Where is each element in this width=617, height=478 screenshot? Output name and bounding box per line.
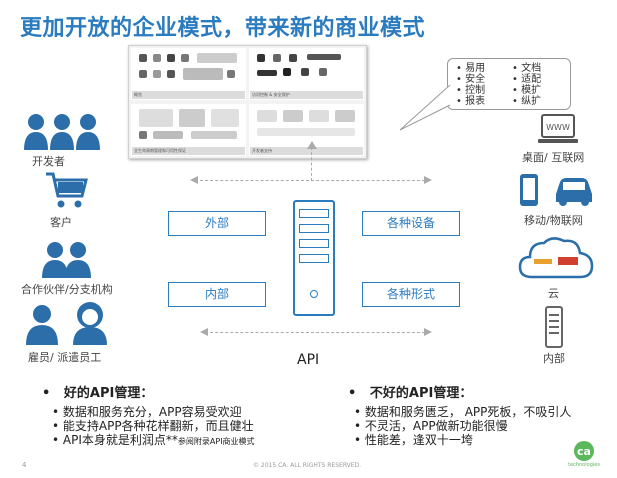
- customers-label: 客户: [50, 216, 72, 229]
- thumbnail-quadrant-overview: 概览: [131, 48, 246, 100]
- www-label: WWW: [546, 123, 570, 132]
- features-callout: 易用 安全 控制 报表 文档 适配 模扩 纵扩: [447, 58, 571, 110]
- cloud-label: 云: [548, 287, 559, 300]
- devices-box: 各种设备: [362, 211, 460, 236]
- features-list-left: 易用 安全 控制 报表: [456, 63, 485, 107]
- feature-item: 适配: [512, 74, 541, 85]
- feature-item: 安全: [456, 74, 485, 85]
- feature-item: 文档: [512, 63, 541, 74]
- good-api-section: • 好的API管理： • 数据和服务充分，APP容易受欢迎 • 能支持APP各种…: [42, 382, 255, 449]
- partners-label: 合作伙伴/分支机构: [21, 283, 113, 296]
- thumbnail-caption-developer-support: 开发者支持: [250, 147, 363, 155]
- good-api-heading: • 好的API管理：: [42, 386, 154, 401]
- thumbnail-caption-overview: 概览: [132, 91, 245, 99]
- good-api-heading-text: 好的API管理：: [63, 386, 154, 401]
- arrow-left-icon: [190, 176, 198, 184]
- shopping-cart-icon: [46, 172, 88, 208]
- external-box: 外部: [168, 211, 266, 236]
- internal-label: 内部: [543, 352, 565, 365]
- server-tower-icon: [545, 306, 563, 348]
- employees-label: 雇员/ 派遣员工: [28, 351, 102, 364]
- bad-api-item-text: 数据和服务匮乏， APP死板，不吸引人: [364, 405, 572, 419]
- web-label: 桌面/ 互联网: [522, 151, 585, 164]
- good-api-item-text: 能支持APP各种花样翻新，而且健壮: [62, 419, 254, 433]
- employee-icon: [26, 305, 58, 345]
- good-api-item-text: 数据和服务充分，APP容易受欢迎: [62, 405, 242, 419]
- good-api-item-text: API本身就是利润点**: [62, 433, 178, 447]
- developers-label: 开发者: [32, 155, 65, 168]
- arrow-right-icon: [424, 328, 432, 336]
- feature-item: 控制: [456, 85, 485, 96]
- bad-api-item: • 数据和服务匮乏， APP死板，不吸引人: [354, 405, 572, 419]
- bottom-dashed-line: [205, 332, 425, 333]
- logo-subtext: technologies: [568, 462, 600, 468]
- laptop-icon: WWW: [538, 114, 578, 143]
- forms-box: 各种形式: [362, 282, 460, 307]
- feature-item: 纵扩: [512, 96, 541, 107]
- smartphone-icon: [520, 174, 538, 206]
- bad-api-heading: • 不好的API管理：: [348, 386, 473, 401]
- cloud-icon: [518, 237, 594, 279]
- vertical-dashed-line: [311, 147, 312, 181]
- arrow-up-icon: [307, 141, 317, 149]
- ca-logo: ca technologies: [568, 441, 600, 468]
- copyright: © 2015 CA. ALL RIGHTS RESERVED.: [253, 462, 362, 469]
- internal-box: 内部: [168, 282, 266, 307]
- car-icon: [556, 178, 592, 206]
- arrow-left-icon: [200, 328, 208, 336]
- contractor-icon: [73, 302, 107, 345]
- feature-item: 易用: [456, 63, 485, 74]
- bad-api-section: • 不好的API管理： • 数据和服务匮乏， APP死板，不吸引人 • 不灵活，…: [348, 382, 571, 447]
- good-api-item: • API本身就是利润点**参阅附录API商业模式: [52, 433, 255, 447]
- page-title: 更加开放的企业模式，带来新的商业模式: [20, 16, 426, 41]
- thumbnail-quadrant-lifecycle: 全生命周期管理和可用性保证: [131, 104, 246, 156]
- partners-icon: [42, 242, 91, 278]
- good-api-item: • 能支持APP各种花样翻新，而且健壮: [52, 419, 254, 433]
- mobile-label: 移动/物联网: [524, 214, 583, 227]
- api-label: API: [297, 352, 320, 368]
- top-dashed-line: [195, 180, 425, 181]
- thumbnail-quadrant-access-control: 访问控制 & 安全保护: [249, 48, 364, 100]
- logo-text: ca: [577, 445, 591, 458]
- feature-item: 报表: [456, 96, 485, 107]
- good-api-note: 参阅附录API商业模式: [177, 437, 255, 446]
- feature-item: 模扩: [512, 85, 541, 96]
- bad-api-item: • 性能差，逢双十一垮: [354, 433, 473, 447]
- arrow-right-icon: [424, 176, 432, 184]
- api-server-icon: [293, 200, 335, 316]
- thumbnail-quadrant-developer-support: 开发者支持: [249, 104, 364, 156]
- bad-api-item-text: 不灵活，APP做新功能很慢: [364, 419, 508, 433]
- page-number: 4: [22, 461, 27, 469]
- features-list-right: 文档 适配 模扩 纵扩: [512, 63, 541, 107]
- bad-api-heading-text: 不好的API管理：: [369, 386, 473, 401]
- bad-api-item: • 不灵活，APP做新功能很慢: [354, 419, 508, 433]
- thumbnail-caption-access-control: 访问控制 & 安全保护: [250, 91, 363, 99]
- thumbnail-caption-lifecycle: 全生命周期管理和可用性保证: [132, 147, 245, 155]
- good-api-item: • 数据和服务充分，APP容易受欢迎: [52, 405, 242, 419]
- callout-pointer: [399, 85, 451, 131]
- developers-icon: [24, 114, 100, 150]
- product-screenshot-thumbnail: 概览 访问控制 & 安全保护 全生命周期管理和可用性保证 开发者支持: [128, 45, 367, 159]
- bad-api-item-text: 性能差，逢双十一垮: [364, 433, 473, 447]
